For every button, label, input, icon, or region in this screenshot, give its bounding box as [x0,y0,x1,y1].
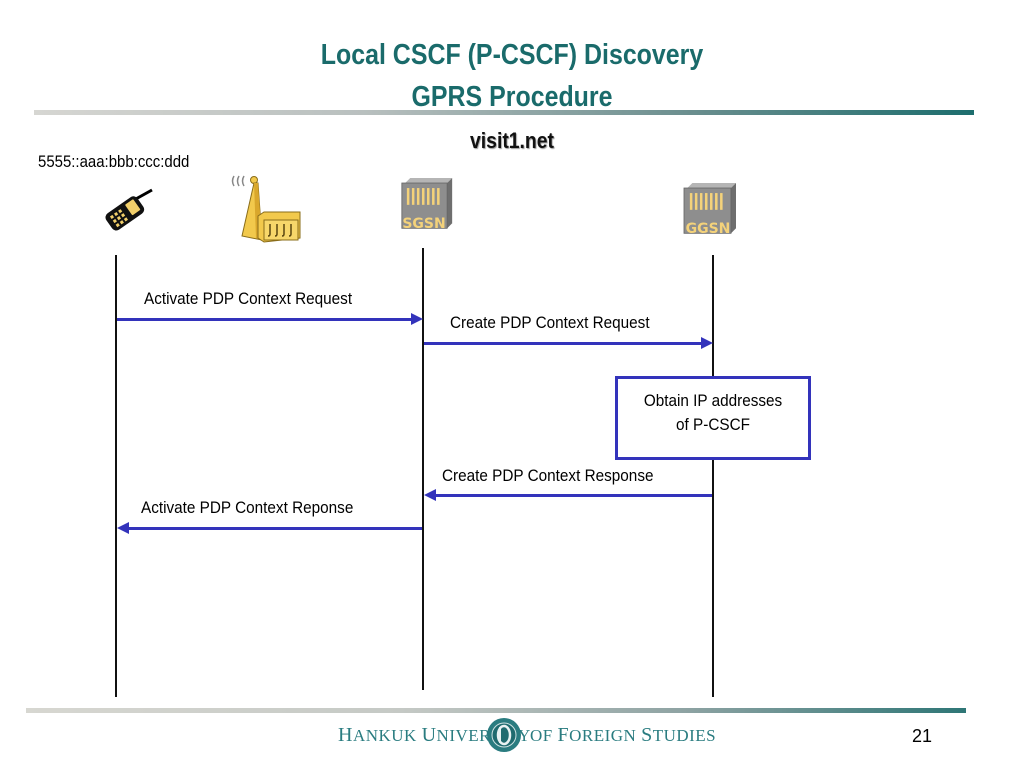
sgsn-node-icon [401,178,453,229]
slide-title-line2: GPRS Procedure [411,81,613,113]
message-create-pdp-request: Create PDP Context Request [450,313,650,332]
mobile-phone-icon [105,188,153,231]
message-activate-pdp-response: Activate PDP Context Reponse [141,498,354,517]
ue-address: 5555::aaa:bbb:ccc:ddd [38,152,190,171]
ggsn-node-icon [683,183,736,234]
ggsn-lifeline [712,255,714,697]
arrow-activate-pdp-response [127,527,422,530]
page-number: 21 [912,726,933,746]
arrowhead-right [701,337,713,349]
process-box-line2: of P-CSCF [676,415,750,434]
process-box-line1: Obtain IP addresses [643,391,783,410]
university-logo-icon [487,718,521,752]
arrowhead-left [424,489,436,501]
arrowhead-left [117,522,129,534]
slide-title-line1: Local CSCF (P-CSCF) Discovery [320,39,704,71]
domain-label: visit1.net [470,128,554,153]
sgsn-label: SGSN [402,216,446,232]
footer-divider [26,708,966,713]
base-station-icon [231,175,301,243]
university-name-right: OF FOREIGN STUDIES [530,724,717,746]
arrow-create-pdp-response [434,494,712,497]
message-activate-pdp-request: Activate PDP Context Request [144,289,353,308]
arrowhead-right [411,313,423,325]
title-divider [34,110,974,115]
process-box-obtain-pcscf: Obtain IP addresses of P-CSCF [615,376,811,460]
arrow-create-pdp-request [424,342,702,345]
arrow-activate-pdp-request [117,318,413,321]
sgsn-lifeline [422,248,424,690]
ue-lifeline [115,255,117,697]
ggsn-label: GGSN [685,221,731,237]
message-create-pdp-response: Create PDP Context Response [442,466,654,485]
